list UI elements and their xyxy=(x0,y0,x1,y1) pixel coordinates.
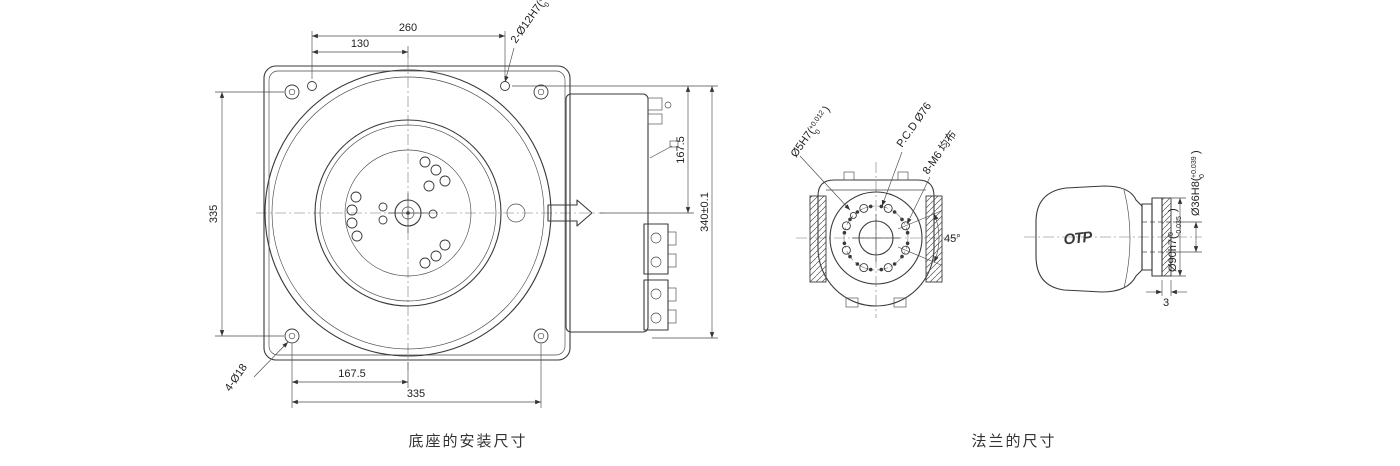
spigot-label-close: ) xyxy=(1167,208,1179,212)
clamp-bar-left xyxy=(809,195,827,283)
small-hole-ring xyxy=(842,204,910,272)
dowel-label-text: 2-Ø12H7( xyxy=(509,0,547,46)
dim-335-bottom: 335 xyxy=(407,388,425,400)
connector-socket-1 xyxy=(650,232,662,244)
turntable-circles xyxy=(264,69,552,357)
side-probe xyxy=(547,199,593,227)
base-view-caption: 底座的安装尺寸 xyxy=(408,433,527,450)
pin-tol-lower: 0 xyxy=(814,129,822,136)
flange-front-view: 45° Ø5H7( +0.012 0 ) P.C.D Ø76 8-M6 均布 xyxy=(789,100,961,318)
pin-tol-upper: +0.012 xyxy=(808,109,826,131)
corner-hole-leader xyxy=(253,341,289,378)
thickness-label: 3 xyxy=(1163,297,1169,309)
bolt-circle xyxy=(344,149,472,277)
clamp-bar-right xyxy=(925,195,943,283)
dim-167-bottom: 167.5 xyxy=(338,368,366,380)
dim-167-right: 167.5 xyxy=(675,136,687,164)
connector-socket-2 xyxy=(650,256,662,268)
base-mounting-view: 260 130 2-Ø12H7( +0.018 0 ) 335 167.5 xyxy=(208,0,718,408)
bottom-tab-left xyxy=(845,297,859,308)
top-connector-pin xyxy=(664,101,672,109)
angle-label: 45° xyxy=(944,233,961,245)
bore-label-text: Ø36H8( xyxy=(1190,177,1202,216)
angle-arc xyxy=(933,213,940,263)
top-lug-right xyxy=(897,171,909,181)
top-connector-1 xyxy=(647,97,663,111)
dowel-holes-label: 2-Ø12H7( +0.018 0 ) xyxy=(509,0,556,46)
housing-block xyxy=(565,93,679,333)
corner-hole-label: 4-Ø18 xyxy=(223,362,250,394)
spigot-tol-upper: 0 xyxy=(1168,232,1175,236)
flange-outer-circle xyxy=(829,191,923,285)
connector-block-upper xyxy=(643,223,669,275)
dim-340: 340±0.1 xyxy=(699,192,711,232)
corner-mounting-holes xyxy=(284,84,549,344)
flange-side-view: OTP Ø90h7( 0 -0.035 ) Ø36H8( +0.039 xyxy=(1024,150,1206,309)
connector-pin-4 xyxy=(667,309,677,324)
pin-hole-label: Ø5H7( +0.012 0 ) xyxy=(789,104,833,160)
dowel-pin-hole xyxy=(849,211,857,219)
pcd-leader xyxy=(881,151,903,207)
side-port-circle xyxy=(506,203,526,223)
angle-dimension: 45° xyxy=(897,210,961,266)
connector-socket-4 xyxy=(650,312,662,324)
connector-socket-3 xyxy=(650,288,662,300)
bore-tol-lower: 0 xyxy=(1199,174,1206,178)
bore-label-close: ) xyxy=(1190,150,1202,154)
turntable-mid-inner-circle xyxy=(319,124,497,302)
dowel-leader xyxy=(504,47,515,83)
spigot-dia-label: Ø90h7( 0 -0.035 ) xyxy=(1167,208,1183,272)
dim-130: 130 xyxy=(351,38,369,50)
top-connector-2 xyxy=(647,113,663,125)
bore-tol-upper: +0.039 xyxy=(1191,156,1198,178)
connector-pin-2 xyxy=(667,253,677,268)
pcd-label: P.C.D Ø76 xyxy=(895,100,935,149)
turntable-rim-circle xyxy=(271,76,545,350)
pin-leader xyxy=(799,155,851,211)
base-plate-inner-edge xyxy=(268,70,566,356)
brand-logo: OTP xyxy=(1063,228,1094,248)
flange-view-caption: 法兰的尺寸 xyxy=(971,433,1056,450)
spigot-tol-lower: -0.035 xyxy=(1176,216,1183,236)
pin-label-close: ) xyxy=(821,104,833,114)
side-dimensions: Ø90h7( 0 -0.035 ) Ø36H8( +0.039 0 ) 3 xyxy=(1146,150,1206,309)
dim-260: 260 xyxy=(399,22,417,34)
flange-face xyxy=(829,191,923,285)
turntable-outer-circle xyxy=(264,69,552,357)
base-plate-outline xyxy=(263,65,571,361)
antenna-tip xyxy=(669,140,679,148)
pitch-circle xyxy=(843,205,909,271)
connector-pin-3 xyxy=(667,287,677,302)
bore-dia-label: Ø36H8( +0.039 0 ) xyxy=(1190,150,1206,216)
dowel-tol-lower: 0 xyxy=(544,1,552,8)
bolt-pattern-leader xyxy=(906,176,931,225)
base-dimensions: 260 130 2-Ø12H7( +0.018 0 ) 335 167.5 xyxy=(208,0,718,408)
spigot-label-text: Ø90h7( xyxy=(1167,235,1179,272)
m6-holes xyxy=(841,203,911,273)
antenna-line xyxy=(649,145,673,159)
connector-pin-1 xyxy=(667,231,677,246)
top-lug-left xyxy=(843,171,855,181)
bolt-hole-pattern xyxy=(346,156,451,269)
dim-335-left: 335 xyxy=(208,205,220,223)
bolt-pattern-label: 8-M6 均布 xyxy=(920,128,959,177)
bottom-tab-right xyxy=(893,297,907,308)
turntable-mid-circle xyxy=(314,119,502,307)
captions: 底座的安装尺寸 法兰的尺寸 xyxy=(408,433,1056,450)
arm-body-curve xyxy=(1123,189,1131,289)
connector-block-lower xyxy=(643,279,669,331)
